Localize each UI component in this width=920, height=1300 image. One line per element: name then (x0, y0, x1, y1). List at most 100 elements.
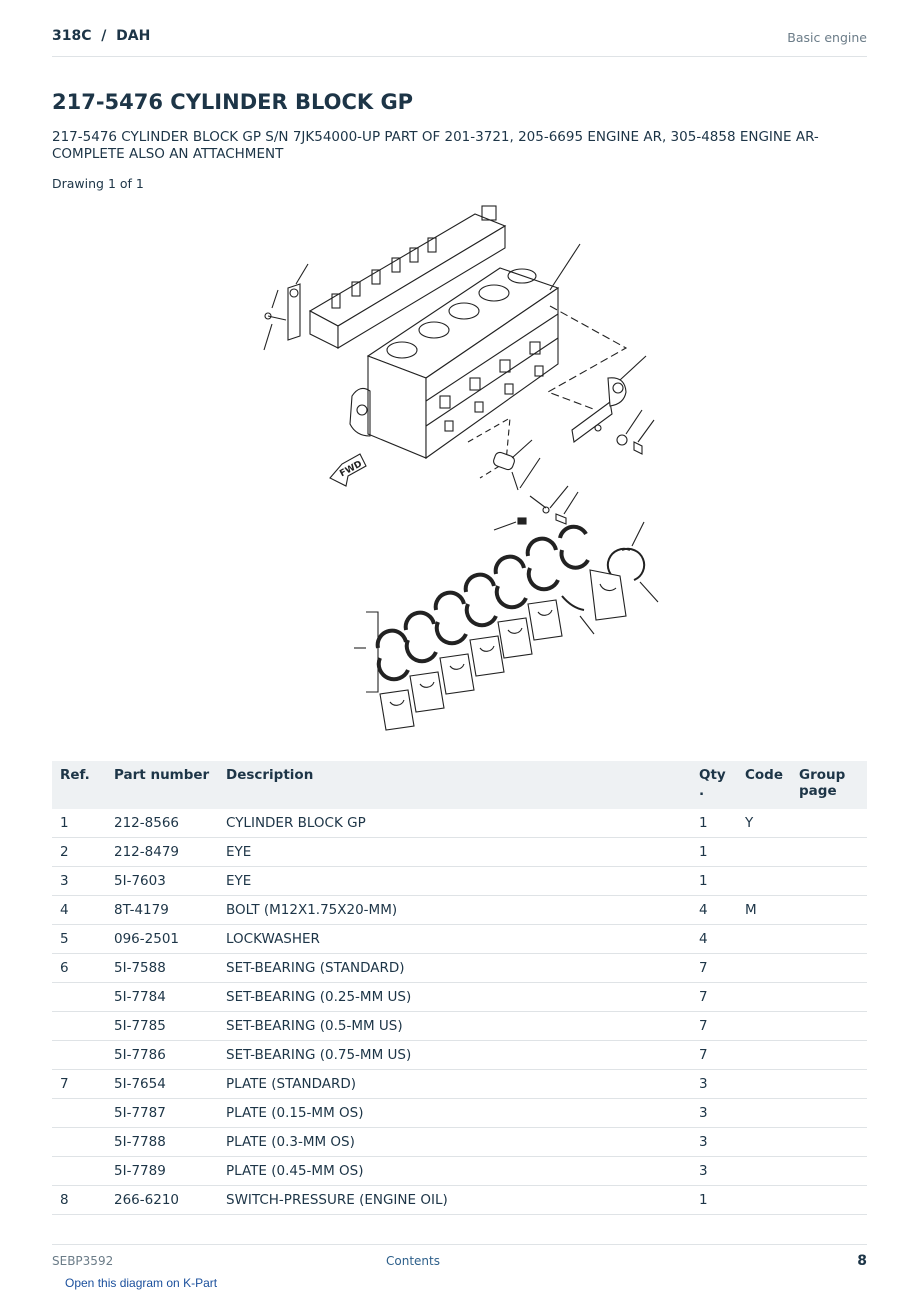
cell-part-number[interactable]: 5I-7654 (106, 1069, 218, 1099)
cell-qty: 7 (691, 1011, 737, 1041)
manifold-drawing (308, 205, 507, 349)
cell-qty: 3 (691, 1156, 737, 1186)
cell-part-number[interactable]: 5I-7603 (106, 866, 218, 896)
col-qty-header: Qty . (691, 761, 737, 809)
contents-link[interactable]: Contents (386, 1254, 440, 1268)
cylinder-block-drawing (349, 267, 560, 460)
cell-qty: 1 (691, 1185, 737, 1215)
cell-code (737, 837, 792, 867)
cell-code (737, 1127, 792, 1157)
cell-group-page (791, 895, 867, 925)
cell-code (737, 1156, 792, 1186)
cell-qty: 3 (691, 1098, 737, 1128)
cell-code (737, 982, 792, 1012)
cell-part-number[interactable]: 096-2501 (106, 924, 218, 954)
table-header-row: Ref. Part number Description Qty . Code … (52, 761, 867, 809)
col-code-header: Code (737, 761, 792, 809)
page-footer: SEBP3592 Contents 8 (52, 1244, 867, 1275)
forward-arrow-icon: FWD (329, 453, 367, 487)
cell-description: PLATE (0.15-MM OS) (218, 1098, 691, 1128)
cell-ref: 4 (52, 895, 106, 925)
cell-description: LOCKWASHER (218, 924, 691, 954)
cell-group-page (791, 924, 867, 954)
cell-ref (52, 1011, 106, 1041)
cell-description: SWITCH-PRESSURE (ENGINE OIL) (218, 1185, 691, 1215)
cell-qty: 3 (691, 1069, 737, 1099)
cell-part-number[interactable]: 5I-7787 (106, 1098, 218, 1128)
cell-part-number[interactable]: 5I-7784 (106, 982, 218, 1012)
cell-part-number[interactable]: 5I-7788 (106, 1127, 218, 1157)
open-kpart-link[interactable]: Open this diagram on K-Part (65, 1276, 218, 1290)
document-id: SEBP3592 (52, 1254, 114, 1268)
cell-description: PLATE (0.45-MM OS) (218, 1156, 691, 1186)
right-eye-drawing (546, 243, 655, 455)
cell-qty: 1 (691, 866, 737, 896)
cell-qty: 4 (691, 895, 737, 925)
cell-part-number[interactable]: 212-8566 (106, 809, 218, 838)
cell-group-page (791, 866, 867, 896)
cell-group-page (791, 1127, 867, 1157)
cell-qty: 4 (691, 924, 737, 954)
cell-part-number[interactable]: 5I-7588 (106, 953, 218, 983)
cell-description: SET-BEARING (STANDARD) (218, 953, 691, 983)
cell-group-page (791, 1185, 867, 1215)
cell-description: PLATE (STANDARD) (218, 1069, 691, 1099)
cell-group-page (791, 1156, 867, 1186)
cell-description: SET-BEARING (0.5-MM US) (218, 1011, 691, 1041)
cell-ref: 2 (52, 837, 106, 867)
cell-description: SET-BEARING (0.75-MM US) (218, 1040, 691, 1070)
main-bearing-drawing (354, 524, 627, 731)
cell-description: BOLT (M12X1.75X20-MM) (218, 895, 691, 925)
cell-code (737, 1011, 792, 1041)
group-description: 217-5476 CYLINDER BLOCK GP S/N 7JK54000-… (52, 129, 819, 162)
page-header: 318C / DAH Basic engine (52, 28, 867, 57)
cell-group-page (791, 953, 867, 983)
cell-group-page (791, 982, 867, 1012)
cell-ref (52, 982, 106, 1012)
cell-description: EYE (218, 866, 691, 896)
cell-description: PLATE (0.3-MM OS) (218, 1127, 691, 1157)
thrust-plate-drawing (561, 521, 659, 635)
cell-group-page (791, 1069, 867, 1099)
cell-description: CYLINDER BLOCK GP (218, 809, 691, 838)
cell-ref (52, 1040, 106, 1070)
cell-ref: 3 (52, 866, 106, 896)
cell-part-number[interactable]: 5I-7789 (106, 1156, 218, 1186)
cell-group-page (791, 1098, 867, 1128)
cell-qty: 1 (691, 837, 737, 867)
page-title: 217-5476 CYLINDER BLOCK GP (52, 90, 414, 114)
cell-qty: 1 (691, 809, 737, 838)
left-eye-drawing (263, 263, 309, 351)
col-description-header: Description (218, 761, 691, 809)
page-number: 8 (857, 1253, 867, 1269)
cell-ref (52, 1127, 106, 1157)
cell-part-number[interactable]: 5I-7786 (106, 1040, 218, 1070)
col-ref-header: Ref. (52, 761, 106, 809)
cell-part-number[interactable]: 266-6210 (106, 1185, 218, 1215)
cell-code (737, 924, 792, 954)
pressure-switch-drawing (467, 416, 579, 531)
cell-group-page (791, 837, 867, 867)
exploded-parts-diagram[interactable]: FWD (250, 196, 670, 746)
breadcrumb[interactable]: 318C / DAH (52, 28, 151, 44)
cell-group-page (791, 1040, 867, 1070)
cell-part-number[interactable]: 212-8479 (106, 837, 218, 867)
cell-ref: 8 (52, 1185, 106, 1215)
cell-description: SET-BEARING (0.25-MM US) (218, 982, 691, 1012)
cell-ref: 6 (52, 953, 106, 983)
cell-group-page (791, 1011, 867, 1041)
cell-qty: 7 (691, 1040, 737, 1070)
cell-ref: 1 (52, 809, 106, 838)
cell-part-number[interactable]: 5I-7785 (106, 1011, 218, 1041)
cell-part-number[interactable]: 8T-4179 (106, 895, 218, 925)
cell-qty: 7 (691, 953, 737, 983)
